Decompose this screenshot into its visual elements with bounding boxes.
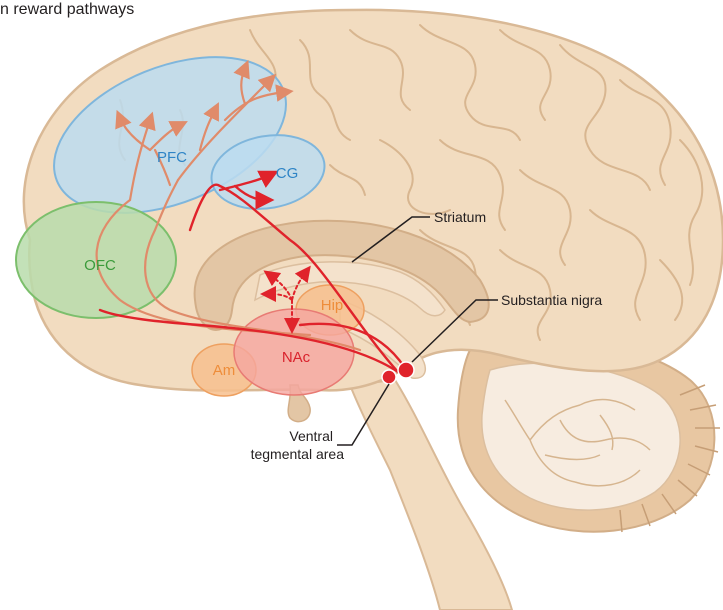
- substantia-nigra-callout: Substantia nigra: [501, 292, 602, 308]
- striatum-callout: Striatum: [434, 209, 486, 225]
- ventral-tegmental-callout-line1: Ventral: [289, 428, 333, 444]
- cg-label: CG: [276, 165, 299, 182]
- ofc-label: OFC: [84, 257, 116, 274]
- am-label: Am: [213, 362, 236, 379]
- substantia-nigra-nucleus: [398, 362, 414, 378]
- ventral-tegmental-area-nucleus: [382, 370, 396, 384]
- pfc-label: PFC: [157, 149, 187, 166]
- hip-label: Hip: [321, 297, 344, 314]
- diagram-title: n reward pathways: [0, 1, 134, 18]
- ventral-tegmental-callout-line2: tegmental area: [251, 446, 345, 462]
- nac-label: NAc: [282, 349, 311, 366]
